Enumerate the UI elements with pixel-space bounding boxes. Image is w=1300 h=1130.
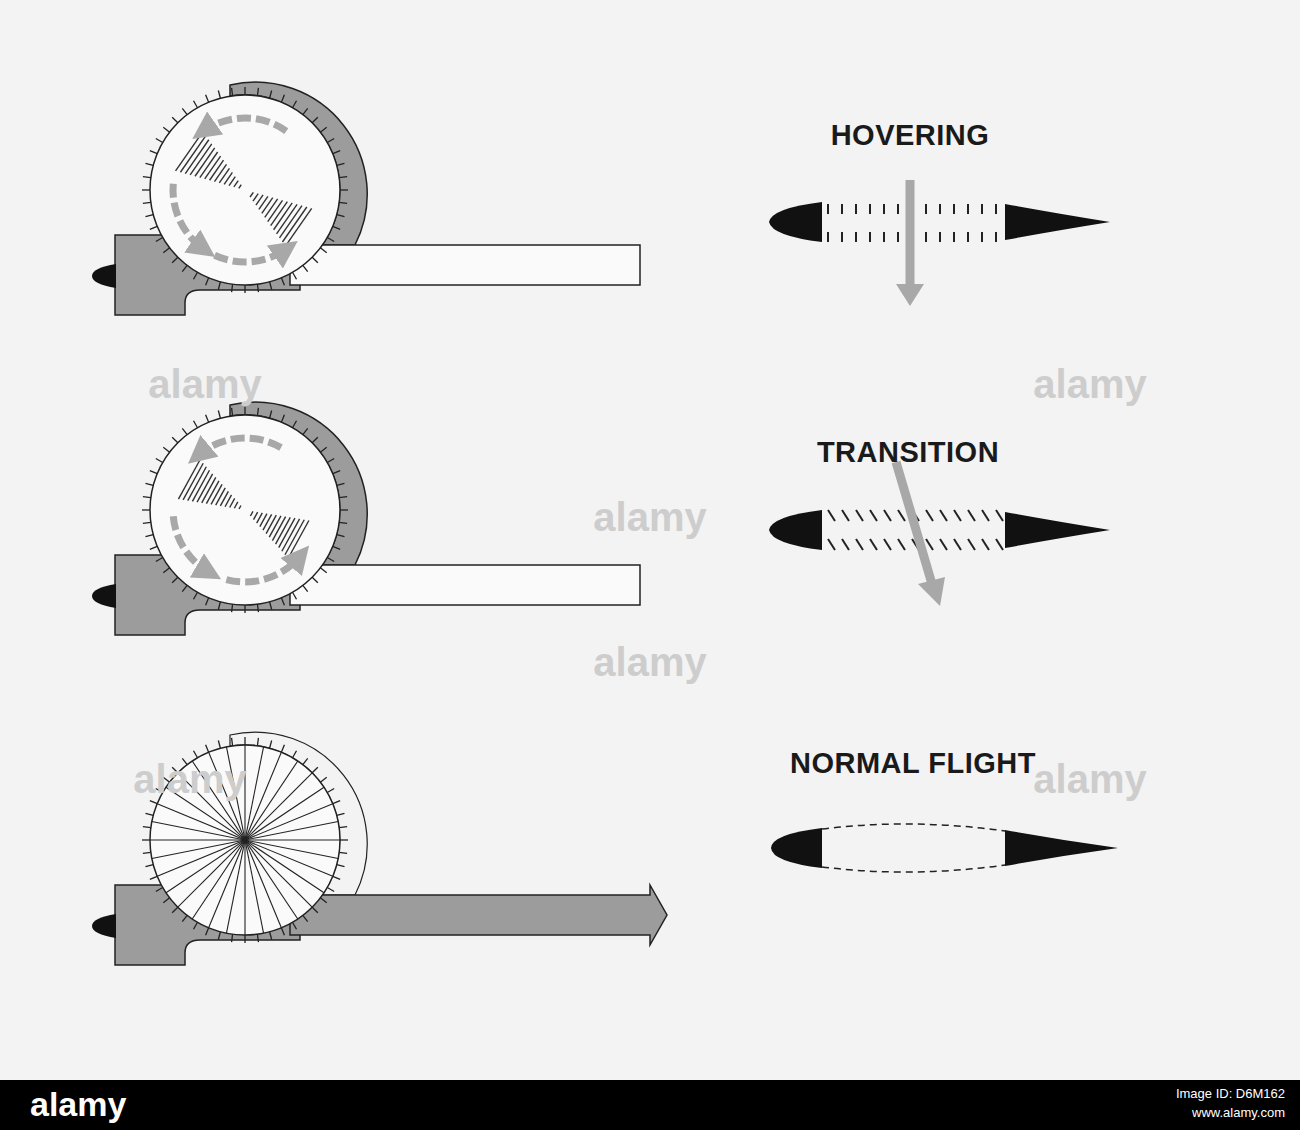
watermark: alamy	[1033, 362, 1146, 406]
watermark: alamy	[133, 757, 246, 801]
watermark: alamy	[593, 495, 706, 539]
watermark-logo: alamy	[30, 1086, 126, 1123]
mode-heading: NORMAL FLIGHT	[790, 748, 1036, 780]
watermark: alamy	[1033, 757, 1146, 801]
fan-in-wing-row	[92, 402, 640, 635]
watermark-bar	[0, 1080, 1300, 1130]
image-id: Image ID: D6M162	[1176, 1087, 1285, 1101]
airfoil-transition	[769, 462, 1110, 606]
watermark: alamy	[593, 640, 706, 684]
watermark-url: www.alamy.com	[1192, 1106, 1285, 1120]
airfoil-normal-flight	[771, 824, 1118, 872]
watermark: alamy	[148, 362, 261, 406]
mode-heading: TRANSITION	[817, 437, 999, 469]
airfoil-hovering	[769, 180, 1110, 306]
fan-in-wing-row	[92, 732, 667, 965]
fan-in-wing-row	[92, 82, 640, 315]
mode-heading: HOVERING	[831, 120, 990, 152]
